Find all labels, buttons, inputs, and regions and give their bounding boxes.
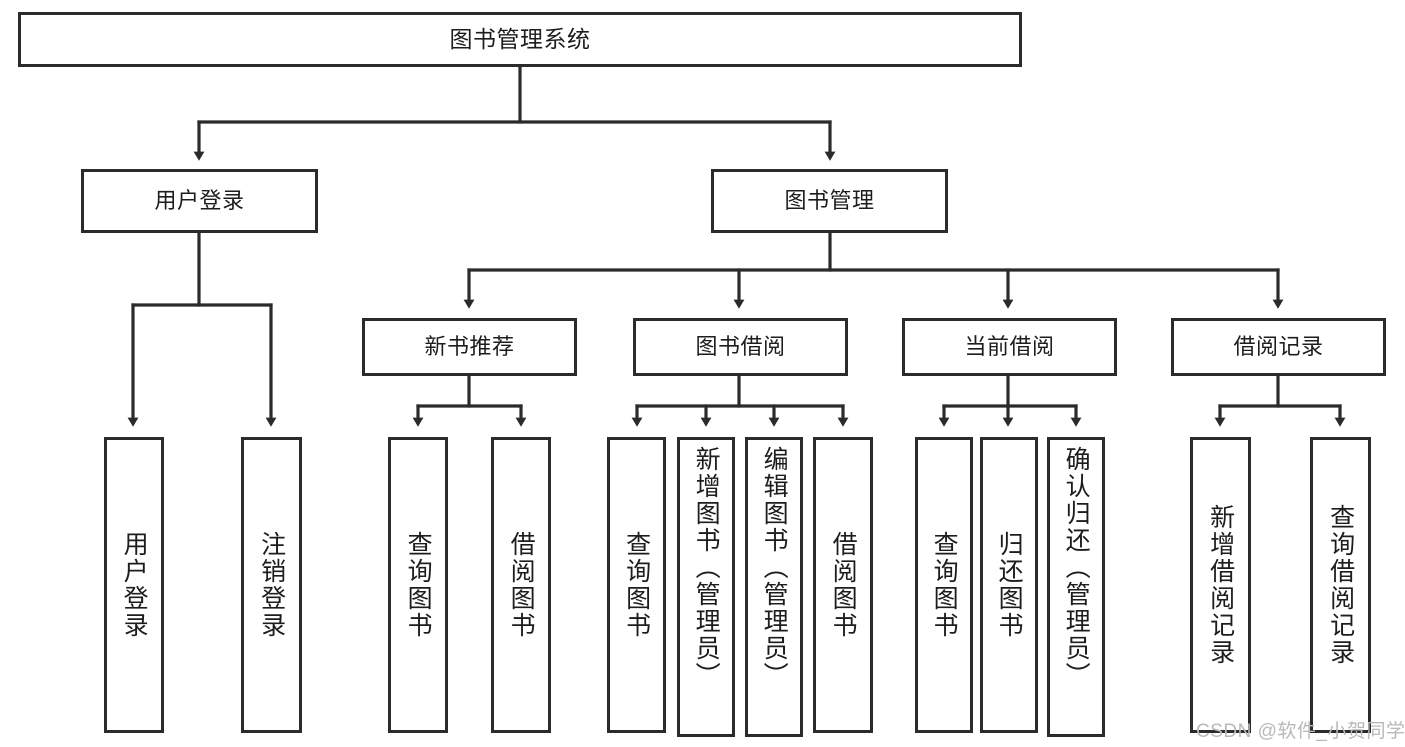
watermark-text: CSDN @软件_小贺同学 [1196, 721, 1405, 742]
node-leaf-add-book-admin[interactable]: 新增图书（管理员） [677, 437, 735, 737]
node-leaf-query-book-borrow[interactable]: 查询图书 [607, 437, 666, 733]
node-leaf-borrow-book[interactable]: 借阅图书 [813, 437, 873, 733]
node-label: 归还图书 [995, 531, 1024, 639]
node-new-book-recommend[interactable]: 新书推荐 [362, 318, 577, 376]
node-label: 当前借阅 [964, 333, 1055, 359]
node-label: 编辑图书（管理员） [760, 446, 789, 689]
node-label: 新增图书（管理员） [692, 446, 721, 689]
node-leaf-query-borrow-record[interactable]: 查询借阅记录 [1310, 437, 1371, 733]
node-root-book-management-system[interactable]: 图书管理系统 [18, 12, 1022, 67]
node-leaf-query-book-recommend[interactable]: 查询图书 [388, 437, 448, 733]
node-leaf-confirm-return-admin[interactable]: 确认归还（管理员） [1047, 437, 1105, 737]
node-label: 查询借阅记录 [1326, 504, 1355, 666]
node-leaf-query-book-current[interactable]: 查询图书 [915, 437, 973, 733]
node-leaf-borrow-book-recommend[interactable]: 借阅图书 [491, 437, 551, 733]
node-current-borrow[interactable]: 当前借阅 [902, 318, 1117, 376]
node-label: 用户登录 [154, 187, 245, 213]
node-leaf-user-login[interactable]: 用户登录 [104, 437, 164, 733]
node-label: 注销登录 [257, 531, 286, 639]
node-leaf-edit-book-admin[interactable]: 编辑图书（管理员） [745, 437, 803, 737]
node-label: 图书管理系统 [449, 25, 591, 52]
node-book-borrow[interactable]: 图书借阅 [633, 318, 848, 376]
node-label: 新书推荐 [424, 333, 515, 359]
node-label: 查询图书 [622, 531, 651, 639]
node-label: 新增借阅记录 [1206, 504, 1235, 666]
node-label: 查询图书 [404, 531, 433, 639]
node-label: 查询图书 [930, 531, 959, 639]
node-label: 图书管理 [784, 187, 875, 213]
node-leaf-return-book[interactable]: 归还图书 [980, 437, 1038, 733]
node-label: 用户登录 [120, 531, 149, 639]
node-leaf-add-borrow-record[interactable]: 新增借阅记录 [1190, 437, 1251, 733]
node-label: 确认归还（管理员） [1062, 446, 1091, 689]
node-book-management[interactable]: 图书管理 [711, 169, 948, 233]
node-label: 借阅图书 [829, 531, 858, 639]
node-label: 图书借阅 [695, 333, 786, 359]
node-leaf-logout[interactable]: 注销登录 [241, 437, 302, 733]
node-label: 借阅图书 [507, 531, 536, 639]
node-borrow-record[interactable]: 借阅记录 [1171, 318, 1386, 376]
node-user-login[interactable]: 用户登录 [81, 169, 318, 233]
node-label: 借阅记录 [1233, 333, 1324, 359]
